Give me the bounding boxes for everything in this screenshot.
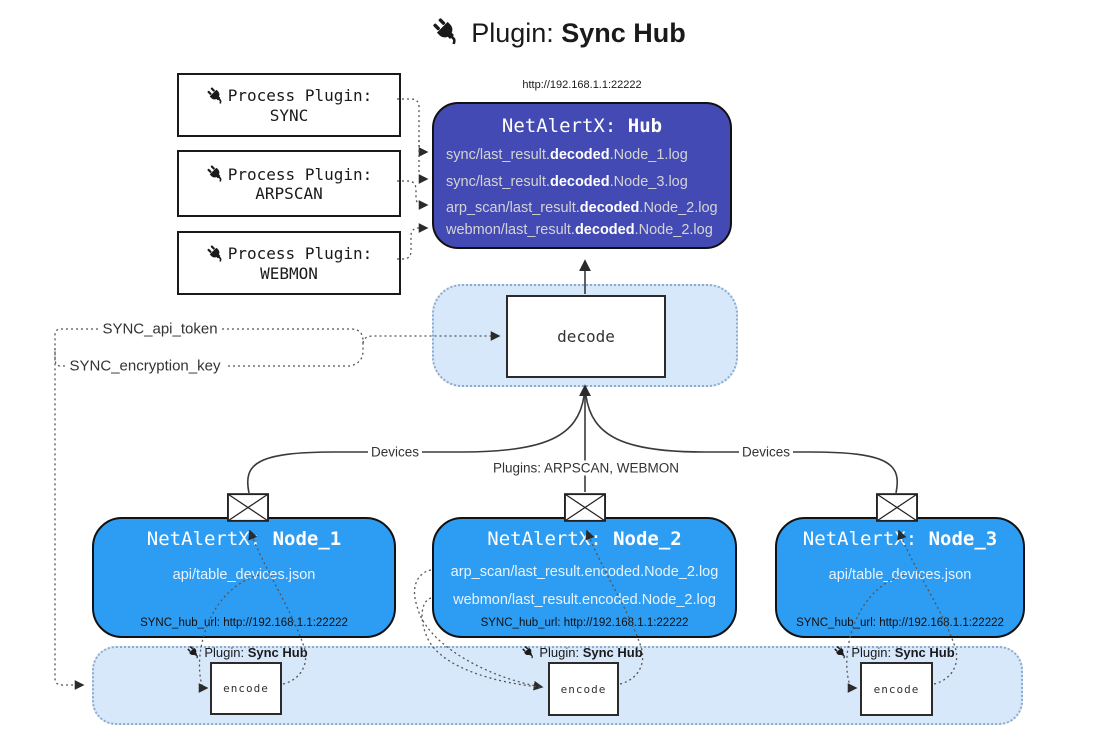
- encode-box: encode: [860, 662, 933, 716]
- hub-url-caption: http://192.168.1.1:22222: [522, 79, 642, 91]
- plug-icon: [521, 645, 536, 660]
- envelope-icon: [876, 493, 918, 522]
- page-title-prefix: Plugin:: [471, 18, 554, 48]
- encode-box: encode: [548, 662, 619, 716]
- hub-log-line: webmon/last_result.decoded.Node_2.log: [446, 222, 713, 238]
- node-file-line: api/table_devices.json: [828, 567, 972, 583]
- node-box-node3: NetAlertX: Node_3 api/table_devices.json…: [775, 517, 1025, 638]
- edge-webmon-to-hubline4: [397, 223, 429, 260]
- node-hub-url: SYNC_hub_url: http://192.168.1.1:22222: [480, 617, 689, 629]
- edge-label-devices-right: Devices: [738, 444, 794, 460]
- process-plugin-label: Process Plugin:: [227, 86, 373, 105]
- edge-sync-to-hubline1: [397, 98, 429, 157]
- encode-box: encode: [210, 662, 282, 715]
- node-file-line: arp_scan/last_result.encoded.Node_2.log: [450, 564, 719, 580]
- hub-title: NetAlertX: Hub: [501, 115, 663, 137]
- node-title: NetAlertX: Node_2: [487, 528, 682, 550]
- decode-box: decode: [506, 295, 666, 378]
- process-plugin-name: SYNC: [269, 105, 309, 125]
- edge-sync-to-hubline2: [418, 140, 429, 184]
- config-encryption-key-label: SYNC_encryption_key: [66, 357, 224, 375]
- node-box-node2: NetAlertX: Node_2 arp_scan/last_result.e…: [432, 517, 737, 638]
- process-plugin-label: Process Plugin:: [227, 164, 373, 184]
- edge-config-down-to-band: [54, 328, 98, 690]
- hub-log-line: arp_scan/last_result.decoded.Node_2.log: [446, 200, 718, 216]
- node-file-line: webmon/last_result.encoded.Node_2.log: [453, 592, 716, 608]
- encoder-plugin-label: Plugin: Sync Hub: [186, 645, 308, 660]
- page-title: Plugin: Sync Hub: [0, 16, 1117, 49]
- plug-icon: [206, 86, 226, 106]
- node-title: NetAlertX: Node_3: [802, 528, 998, 550]
- plug-icon: [431, 16, 463, 48]
- node-file-line: api/table_devices.json: [172, 567, 316, 583]
- envelope-icon: [564, 493, 606, 522]
- plug-icon: [206, 164, 226, 184]
- process-plugin-name: WEBMON: [260, 263, 318, 283]
- envelope-icon: [227, 493, 269, 522]
- node-hub-url: SYNC_hub_url: http://192.168.1.1:22222: [796, 617, 1004, 629]
- encoder-plugin-label: Plugin: Sync Hub: [833, 645, 955, 660]
- node-box-node1: NetAlertX: Node_1 api/table_devices.json…: [92, 517, 396, 638]
- edge-config-loop-right: [222, 328, 364, 367]
- config-api-token-label: SYNC_api_token: [99, 320, 221, 338]
- process-plugin-name: ARPSCAN: [255, 184, 323, 203]
- process-plugin-box-webmon: Process Plugin: WEBMON: [177, 231, 401, 295]
- edge-config-key-stub: [54, 348, 65, 367]
- node-hub-url: SYNC_hub_url: http://192.168.1.1:22222: [140, 617, 348, 629]
- hub-log-line: sync/last_result.decoded.Node_1.log: [446, 147, 688, 163]
- process-plugin-box-sync: Process Plugin: SYNC: [177, 73, 401, 137]
- plug-icon: [206, 244, 226, 264]
- node-title: NetAlertX: Node_1: [146, 528, 342, 550]
- edge-arpscan-to-hubline3: [397, 180, 429, 210]
- edge-label-plugins: Plugins: ARPSCAN, WEBMON: [489, 460, 683, 476]
- process-plugin-box-arpscan: Process Plugin: ARPSCAN: [177, 150, 401, 217]
- process-plugin-label: Process Plugin:: [227, 244, 373, 263]
- hub-log-line: sync/last_result.decoded.Node_3.log: [446, 174, 688, 190]
- page-title-bold: Sync Hub: [561, 18, 686, 48]
- plug-icon: [186, 645, 201, 660]
- encoder-plugin-label: Plugin: Sync Hub: [521, 645, 643, 660]
- plug-icon: [833, 645, 848, 660]
- edge-label-devices-left: Devices: [367, 444, 423, 460]
- hub-box: NetAlertX: Hub sync/last_result.decoded.…: [432, 102, 732, 249]
